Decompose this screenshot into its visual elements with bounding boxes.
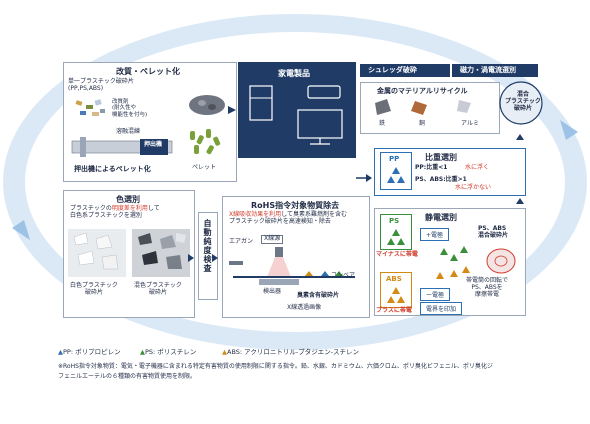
electro-title: 静電選別 xyxy=(425,213,457,222)
purity-panel: 自動純度検査 xyxy=(198,212,218,300)
ps-charge: マイナスに帯電 xyxy=(376,251,418,258)
electro-scatter-icon xyxy=(436,246,470,279)
rohs-desc: X線吸収効果を利用して臭素系難燃剤を含む プラスチック破砕片を高速検知・除去 xyxy=(229,211,347,226)
flake-pile-icon xyxy=(75,99,105,116)
pellet-label: ペレット xyxy=(192,164,217,171)
rohs-panel: RoHS指令対象物質除去 X線吸収効果を利用して臭素系難燃剤を含む プラスチック… xyxy=(222,196,370,318)
legend-ps: ▲PS: ポリスチレン xyxy=(140,348,197,356)
mixed-plastic-label: 混合 プラスチック 破砕片 xyxy=(505,91,541,112)
drum-label: 帯電筒の回転で PS、ABSを 摩擦帯電 xyxy=(466,277,509,298)
purity-title: 自動純度検査 xyxy=(203,219,212,273)
extruder-caption: 押出機によるペレット化 xyxy=(74,165,151,173)
pp-line: PP:比重<1 xyxy=(415,164,448,171)
pp-tag-box: PP xyxy=(380,152,412,190)
xray-label: X線源 xyxy=(261,235,284,244)
pp-tag: PP xyxy=(389,155,400,163)
airgun-label: エアガン xyxy=(229,238,254,245)
modifier-label: 改質剤 (耐久性や 機能性を付与) xyxy=(112,99,148,118)
rohs-desc-rest: して臭素系難燃剤を含む プラスチック破砕片を高速検知・除去 xyxy=(229,211,347,225)
legend-note: ※RoHS指令対象物質：電気・電子機器に含まれる特定有害物質の使用制限に関する指… xyxy=(58,363,493,380)
abs-tag-box: ABS xyxy=(380,272,412,308)
appliance-title: 家電製品 xyxy=(278,69,310,78)
legend-abs-text: ABS: アクリロニトリル-ブタジエン-スチレン xyxy=(227,348,360,356)
appliance-icons xyxy=(249,85,343,145)
copper-label: 銅 xyxy=(419,120,426,127)
melt-label: 溶融混練 xyxy=(116,128,141,135)
pellet-icon xyxy=(189,95,225,155)
iron-label: 鉄 xyxy=(379,120,386,127)
appliance-panel: 家電製品 xyxy=(238,62,356,158)
color-sort-desc-post: して 白色系プラスチックを選別 xyxy=(70,205,160,219)
plus-electrode: +電極 xyxy=(420,228,450,241)
ps-tag: PS xyxy=(389,217,400,225)
xray-image-label: X線透過画像 xyxy=(287,304,322,311)
ps-triangles-icon xyxy=(387,229,405,245)
pelletize-panel: 改質・ペレット化 単一プラスチック破砕片 (PP,PS,ABS) 改質剤 (耐久… xyxy=(63,62,237,182)
mixed-color-label: 混色プラスチック 破砕片 xyxy=(134,282,182,296)
drum-icon xyxy=(486,248,516,274)
legend-abs: ▲ABS: アクリロニトリル-ブタジエン-スチレン xyxy=(222,348,360,356)
rohs-title: RoHS指令対象物質除去 xyxy=(251,201,340,210)
metal-panel: 金属のマテリアルリサイクル 鉄 銅 アルミ xyxy=(360,82,500,134)
color-sort-panel: 色選別 プラスチックの明度差を利用して 白色系プラスチックを選別 白色プラスチッ… xyxy=(63,190,195,318)
bromine-label: 臭素含有破砕片 xyxy=(297,292,340,299)
extruder-icon xyxy=(71,137,173,157)
mixed-flakes-photo xyxy=(132,229,190,277)
psabs-note: 水に浮かない xyxy=(455,184,492,191)
ps-tag-box: PS xyxy=(380,214,412,250)
metal-icons xyxy=(375,99,471,115)
legend-pp: ▲PP: ポリプロピレン xyxy=(58,348,121,356)
flow-arrows xyxy=(188,106,524,262)
white-flakes-photo xyxy=(68,229,126,277)
xray-machine-icon xyxy=(229,247,355,285)
psabs-line: PS、ABS:比重>1 xyxy=(415,176,467,183)
legend-ps-text: PS: ポリスチレン xyxy=(145,348,197,356)
gravity-title: 比重選別 xyxy=(425,153,457,162)
pp-triangles-icon xyxy=(387,167,405,183)
abs-tag: ABS xyxy=(386,275,402,283)
magnetic-step: 磁力・渦電流選別 xyxy=(452,64,538,77)
voltage-label: 電界を印加 xyxy=(420,302,463,315)
mixed-plastic-circle xyxy=(499,81,543,125)
pp-note: 水に浮く xyxy=(465,164,490,171)
color-sort-desc-pre: プラスチックの xyxy=(70,205,112,212)
abs-triangles-icon xyxy=(387,287,405,303)
metal-title: 金属のマテリアルリサイクル xyxy=(377,87,468,95)
color-sort-title: 色選別 xyxy=(116,195,140,204)
legend-pp-text: PP: ポリプロピレン xyxy=(63,348,121,356)
pelletize-title: 改質・ペレット化 xyxy=(116,67,180,76)
rohs-desc-highlight: X線吸収効果を利用 xyxy=(229,211,282,218)
aluminum-label: アルミ xyxy=(461,120,479,127)
color-sort-desc-highlight: 明度差を利用 xyxy=(111,205,148,212)
minus-electrode: ー電極 xyxy=(420,288,451,301)
mix-label: PS、ABS 混合破砕片 xyxy=(478,225,509,239)
abs-charge: プラスに帯電 xyxy=(376,307,412,314)
detector-label: 検出器 xyxy=(263,288,282,295)
color-sort-desc: プラスチックの明度差を利用して 白色系プラスチックを選別 xyxy=(70,205,160,220)
extruder-label: 押出機 xyxy=(144,141,163,148)
conveyor-label: コンベア xyxy=(331,272,356,279)
white-label: 白色プラスチック 破砕片 xyxy=(70,282,118,296)
single-plastic-label: 単一プラスチック破砕片 (PP,PS,ABS) xyxy=(68,78,134,92)
shredder-step: シュレッダ破砕 xyxy=(360,64,450,77)
